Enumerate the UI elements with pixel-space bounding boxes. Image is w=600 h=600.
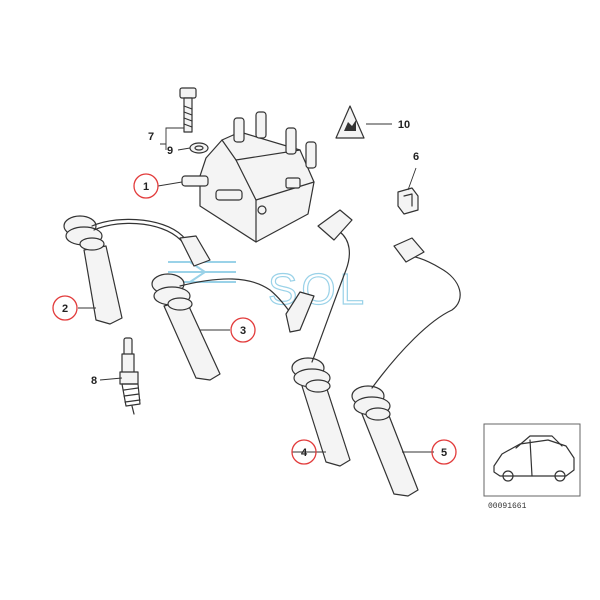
svg-text:10: 10: [398, 119, 410, 131]
callout-3: 3: [230, 317, 256, 343]
svg-text:9: 9: [167, 145, 173, 157]
part-9-washer: [189, 142, 209, 154]
callout-2: 2: [52, 295, 78, 321]
part-2-ignition-lead: [63, 215, 211, 325]
callout-1: 1: [133, 173, 159, 199]
part-4-ignition-lead: [291, 209, 353, 467]
svg-text:5: 5: [441, 447, 447, 459]
watermark: SOL: [168, 261, 368, 315]
part-7-bolt: [179, 87, 197, 133]
callout-6: 6: [413, 151, 419, 163]
svg-text:6: 6: [413, 151, 419, 163]
part-8-spark-plug: [119, 337, 141, 415]
part-10-warning-label: [335, 105, 365, 139]
callout-7: 7: [148, 131, 154, 143]
svg-text:1: 1: [143, 181, 149, 193]
car-outline-icon: [493, 435, 575, 482]
svg-text:3: 3: [240, 325, 246, 337]
part-5-ignition-lead: [351, 237, 461, 497]
vehicle-reference-inset: [483, 423, 581, 497]
svg-text:2: 2: [62, 303, 68, 315]
callout-4: 4: [291, 439, 317, 465]
reference-number: 00091661: [488, 502, 527, 511]
callout-10: 10: [398, 119, 410, 131]
svg-text:4: 4: [301, 447, 308, 459]
svg-text:7: 7: [148, 131, 154, 143]
part-1-ignition-coil: [181, 111, 317, 243]
high-voltage-warning-icon: [344, 120, 356, 131]
leader-lines: [78, 123, 434, 453]
part-3-ignition-lead: [151, 273, 315, 381]
callout-8: 8: [91, 375, 97, 387]
callout-9: 9: [167, 145, 173, 157]
watermark-text: SOL: [268, 265, 368, 314]
callout-5: 5: [431, 439, 457, 465]
svg-text:8: 8: [91, 375, 97, 387]
part-6-clip: [397, 187, 419, 215]
